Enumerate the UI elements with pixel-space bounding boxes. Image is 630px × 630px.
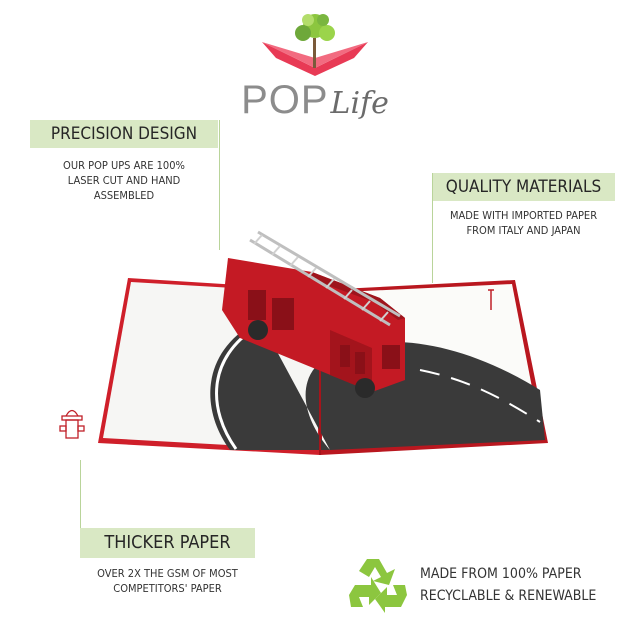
precision-line-1: OUR POP UPS ARE 100% (63, 159, 185, 172)
precision-design-description: OUR POP UPS ARE 100% LASER CUT AND HAND … (30, 158, 218, 203)
thicker-leader-line (80, 460, 81, 545)
fire-truck-popup-card-image (59, 230, 548, 455)
quality-line-1: MADE WITH IMPORTED PAPER (449, 209, 598, 222)
quality-materials-label: QUALITY MATERIALS (432, 173, 615, 201)
quality-line-2: FROM ITALY AND JAPAN (466, 224, 581, 237)
precision-design-label: PRECISION DESIGN (30, 120, 218, 148)
recycle-description: MADE FROM 100% PAPER RECYCLABLE & RENEWA… (420, 563, 620, 607)
precision-line-2: LASER CUT AND HAND (67, 174, 181, 187)
recycle-line-2: RECYCLABLE & RENEWABLE (420, 588, 597, 604)
thicker-paper-label: THICKER PAPER (80, 528, 255, 558)
thicker-paper-description: OVER 2X THE GSM OF MOST COMPETITORS' PAP… (80, 566, 255, 596)
pop-life-logo-icon (262, 14, 368, 76)
recycle-icon (349, 559, 407, 613)
brand-wordmark: POPLife (0, 78, 630, 123)
recycle-line-1: MADE FROM 100% PAPER (420, 566, 582, 582)
quality-leader-line (432, 173, 433, 283)
precision-line-3: ASSEMBLED (93, 189, 155, 202)
brand-life-text: Life (330, 86, 389, 121)
thicker-line-2: COMPETITORS' PAPER (113, 582, 222, 595)
precision-leader-line (219, 120, 220, 250)
quality-materials-description: MADE WITH IMPORTED PAPER FROM ITALY AND … (432, 208, 615, 238)
brand-pop-text: POP (241, 78, 329, 122)
thicker-line-1: OVER 2X THE GSM OF MOST (97, 567, 238, 580)
